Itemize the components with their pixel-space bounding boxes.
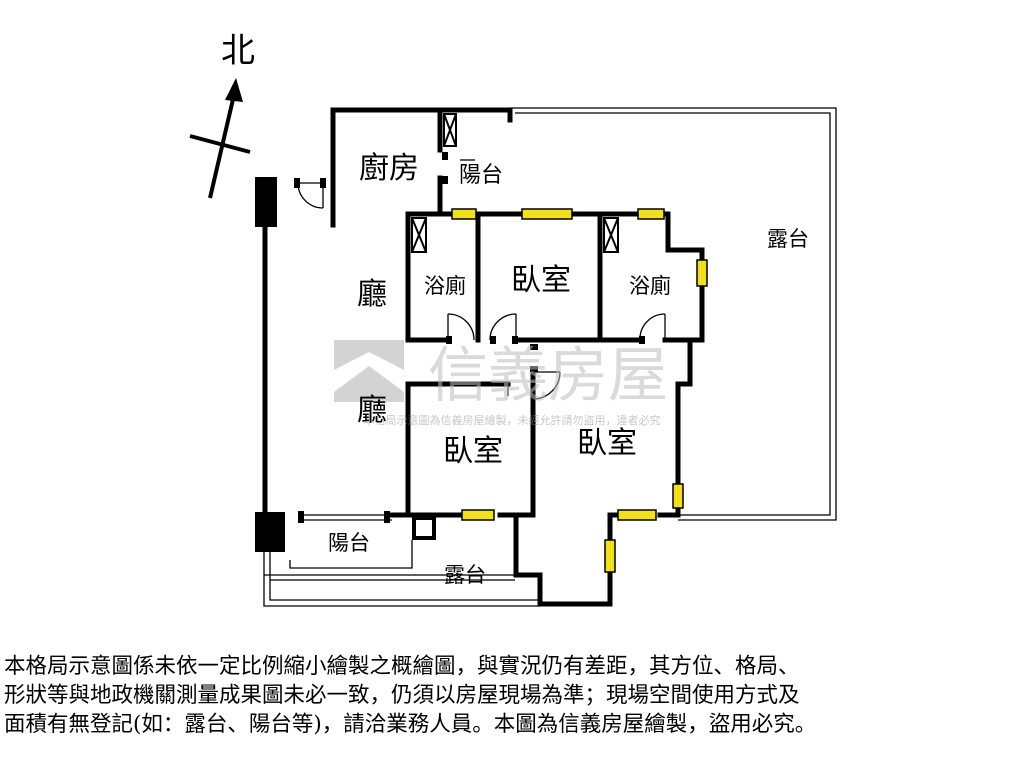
disclaimer-line-1: 本格局示意圖係未依一定比例縮小繪製之概繪圖，與實況仍有差距，其方位、格局、 — [4, 654, 800, 679]
terrace-outline — [509, 107, 837, 521]
floor-plan: 北 — [189, 31, 837, 607]
label-bath-right: 浴廁 — [629, 274, 671, 298]
label-bath-left: 浴廁 — [424, 274, 466, 298]
watermark-caption: 本格局示意圖為信義房屋繪製，未經允許請勿盜用，違者必究 — [364, 413, 661, 427]
label-living-top: 廳 — [357, 277, 387, 312]
window-bottom-left — [461, 509, 495, 521]
window-bedroom-top — [521, 208, 573, 220]
windows — [451, 208, 708, 573]
watermark: 信義房屋 本格局示意圖為信義房屋繪製，未經允許請勿盜用，違者必究 — [334, 340, 668, 427]
doors — [297, 159, 666, 521]
room-labels: 廚房 陽台 廳 廳 浴廁 臥室 浴廁 露台 臥室 臥室 陽台 露台 — [328, 151, 809, 587]
north-arrow-icon — [225, 78, 243, 102]
window-bath-left — [451, 208, 477, 220]
compass-label: 北 — [221, 31, 255, 71]
disclaimer: 本格局示意圖係未依一定比例縮小繪製之概繪圖，與實況仍有差距，其方位、格局、 形狀… — [4, 652, 1020, 739]
label-living-bottom: 廳 — [357, 393, 387, 428]
bottom-terrace-outline — [263, 540, 540, 607]
watermark-logo-icon — [334, 340, 404, 370]
disclaimer-line-2: 形狀等與地政機關測量成果圖未必一致，仍須以房屋現場為準；現場空間使用方式及 — [4, 683, 800, 708]
label-bedroom-top: 臥室 — [511, 263, 571, 298]
window-bottom-step — [604, 539, 616, 573]
label-bedroom-bottom-right: 臥室 — [577, 426, 637, 461]
compass-crossbar — [189, 134, 251, 154]
label-kitchen: 廚房 — [359, 151, 419, 186]
label-terrace-bottom: 露台 — [444, 563, 486, 587]
label-bedroom-bottom-left: 臥室 — [443, 434, 503, 469]
wall-blocks — [255, 177, 285, 552]
compass: 北 — [189, 31, 255, 199]
hinge-markers — [294, 152, 645, 523]
window-bottom-right — [617, 509, 657, 521]
shafts — [411, 113, 619, 253]
window-bedroom-right — [672, 483, 684, 509]
label-balcony-bottom: 陽台 — [328, 531, 370, 555]
disclaimer-line-3: 面積有無登記(如：露台、陽台等)，請洽業務人員。本圖為信義房屋繪製，盜用必究。 — [4, 712, 817, 737]
label-kitchen-balcony: 陽台 — [459, 163, 503, 188]
watermark-brand: 信義房屋 — [428, 341, 668, 411]
window-bath-right — [637, 208, 665, 220]
label-terrace-large: 露台 — [767, 227, 809, 251]
window-right-wall — [696, 259, 708, 287]
